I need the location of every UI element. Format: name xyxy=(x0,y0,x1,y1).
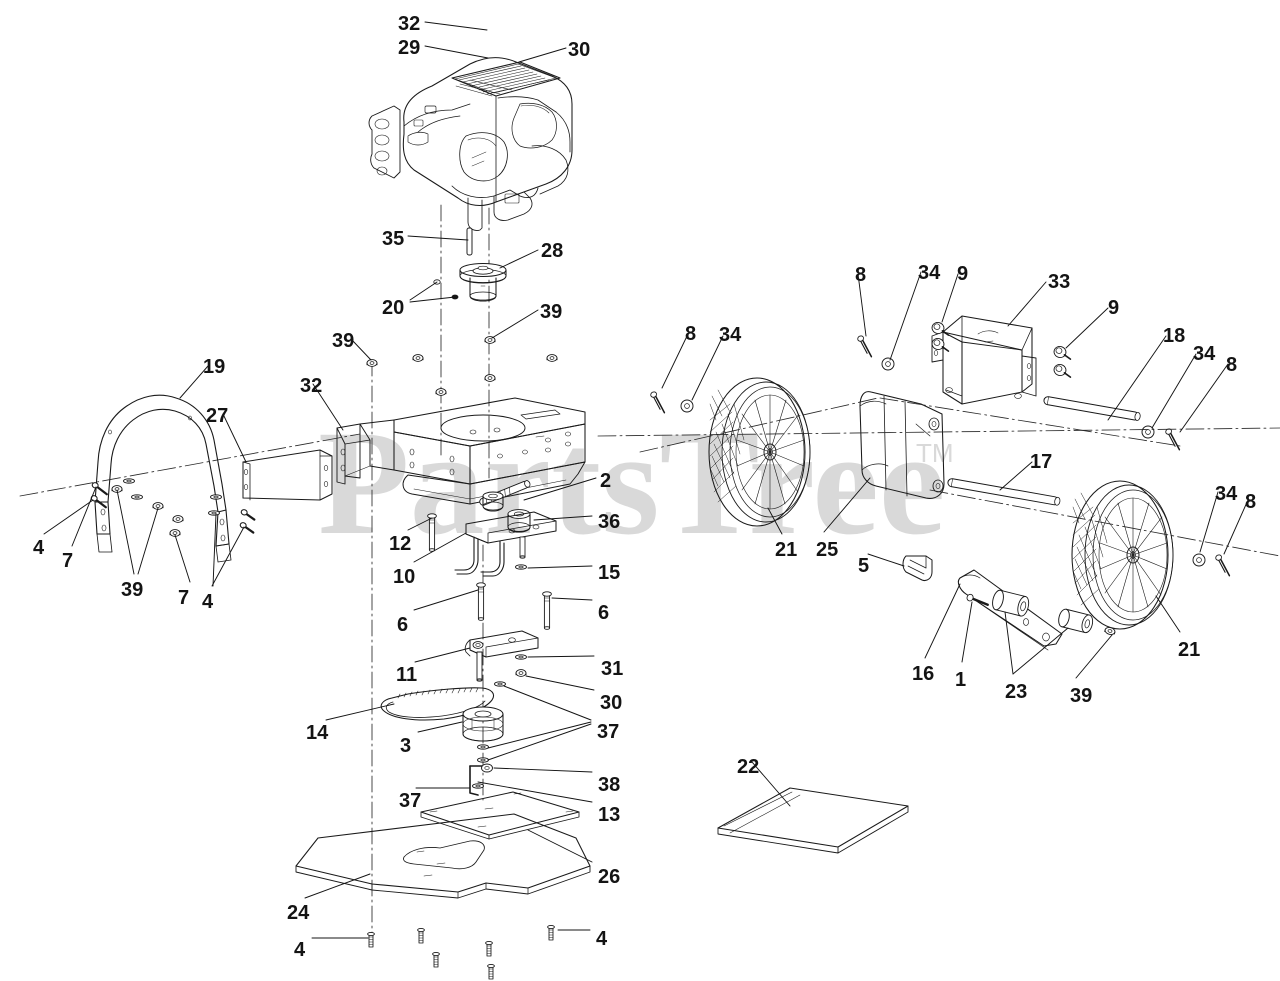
callout-number: 15 xyxy=(598,562,621,584)
callout-number: 4 xyxy=(294,939,306,961)
callout-number: 29 xyxy=(398,37,421,59)
callout-number: 30 xyxy=(600,692,623,714)
callout-number: 21 xyxy=(1178,639,1201,661)
callout-number: 5 xyxy=(858,555,870,577)
callout-number: 34 xyxy=(1215,483,1238,505)
callout-number: 38 xyxy=(598,774,621,796)
callout-number: 16 xyxy=(912,663,935,685)
callout-number: 23 xyxy=(1005,681,1028,703)
callout-number: 4 xyxy=(33,537,45,559)
callout-number: 27 xyxy=(206,405,229,427)
callout-number: 30 xyxy=(568,39,591,61)
callout-number: 3 xyxy=(400,735,412,757)
callout-number: 39 xyxy=(1070,685,1093,707)
callout-number: 37 xyxy=(597,721,620,743)
callout-number: 8 xyxy=(1226,354,1238,376)
callout-number: 22 xyxy=(737,756,760,778)
callout-number: 6 xyxy=(397,614,409,636)
callout-number: 34 xyxy=(719,324,742,346)
callout-number: 39 xyxy=(121,579,144,601)
callout-number: 37 xyxy=(399,790,422,812)
callout-number: 35 xyxy=(382,228,405,250)
callout-number: 34 xyxy=(918,262,941,284)
callout-number: 33 xyxy=(1048,271,1071,293)
callout-number: 7 xyxy=(178,587,190,609)
callout-number: 12 xyxy=(389,533,412,555)
callout-number: 39 xyxy=(540,301,563,323)
callout-number: 9 xyxy=(957,263,969,285)
callout-number: 31 xyxy=(601,658,624,680)
callout-number: 13 xyxy=(598,804,621,826)
callout-number: 34 xyxy=(1193,343,1216,365)
callout-number: 8 xyxy=(1245,491,1257,513)
callout-number: 10 xyxy=(393,566,416,588)
callout-number: 4 xyxy=(596,928,608,950)
callout-number: 14 xyxy=(306,722,329,744)
callout-number: 21 xyxy=(775,539,798,561)
callout-number: 4 xyxy=(202,591,214,613)
callout-number: 8 xyxy=(685,323,697,345)
callout-number: 36 xyxy=(598,511,621,533)
callout-number: 25 xyxy=(816,539,839,561)
callout-number: 2 xyxy=(600,470,612,492)
callout-number: 20 xyxy=(382,297,405,319)
callout-number: 11 xyxy=(396,664,418,686)
callout-number: 18 xyxy=(1163,325,1186,347)
callout-number: 19 xyxy=(203,356,226,378)
callout-number: 39 xyxy=(332,330,355,352)
callout-number: 26 xyxy=(598,866,621,888)
callout-number: 7 xyxy=(62,550,74,572)
callout-number: 9 xyxy=(1108,297,1120,319)
callout-number: 1 xyxy=(955,669,967,691)
callout-number: 32 xyxy=(300,375,323,397)
callout-number: 17 xyxy=(1030,451,1053,473)
callout-number: 6 xyxy=(598,602,610,624)
callout-number: 32 xyxy=(398,13,421,35)
callout-number: 8 xyxy=(855,264,867,286)
callout-number: 24 xyxy=(287,902,310,924)
callout-number: 28 xyxy=(541,240,564,262)
